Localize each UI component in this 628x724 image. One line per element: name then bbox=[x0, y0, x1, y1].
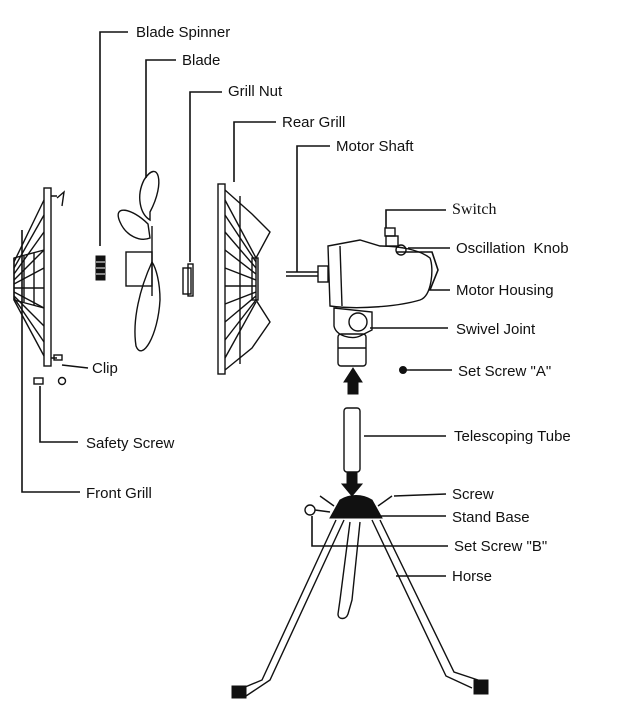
motor-assembly bbox=[286, 227, 433, 309]
label-telescoping-tube: Telescoping Tube bbox=[454, 428, 571, 445]
label-safety-screw: Safety Screw bbox=[86, 435, 175, 452]
label-rear-grill: Rear Grill bbox=[282, 114, 345, 131]
front-grill bbox=[13, 187, 67, 386]
telescoping-tube-part bbox=[343, 407, 361, 473]
blade-spinner bbox=[95, 255, 106, 281]
labels: Blade Spinner Blade Grill Nut Rear Grill… bbox=[86, 24, 571, 585]
leader-lines bbox=[21, 31, 452, 577]
label-grill-nut: Grill Nut bbox=[228, 83, 283, 100]
swivel-joint bbox=[333, 307, 373, 367]
stand-base-part bbox=[304, 495, 393, 519]
label-blade-spinner: Blade Spinner bbox=[136, 24, 230, 41]
label-stand-base: Stand Base bbox=[452, 509, 530, 526]
set-screw-a-part bbox=[399, 366, 410, 374]
label-set-screw-b: Set Screw "B" bbox=[454, 538, 547, 555]
label-motor-housing: Motor Housing bbox=[456, 282, 554, 299]
label-blade: Blade bbox=[182, 52, 220, 69]
grill-nut bbox=[182, 263, 194, 297]
label-horse: Horse bbox=[452, 568, 492, 585]
label-clip: Clip bbox=[92, 360, 118, 377]
label-front-grill: Front Grill bbox=[86, 485, 152, 502]
stand-legs bbox=[231, 519, 489, 699]
arrow-down-icon bbox=[340, 471, 364, 497]
arrow-up-icon bbox=[343, 367, 363, 395]
label-oscillation-knob: Oscillation Knob bbox=[456, 240, 569, 257]
rear-grill bbox=[217, 183, 271, 375]
label-set-screw-a: Set Screw "A" bbox=[458, 363, 551, 380]
label-motor-shaft: Motor Shaft bbox=[336, 138, 414, 155]
label-screw: Screw bbox=[452, 486, 494, 503]
label-swivel-joint: Swivel Joint bbox=[456, 321, 536, 338]
fan-blade bbox=[117, 170, 161, 352]
label-switch: Switch bbox=[452, 201, 496, 218]
